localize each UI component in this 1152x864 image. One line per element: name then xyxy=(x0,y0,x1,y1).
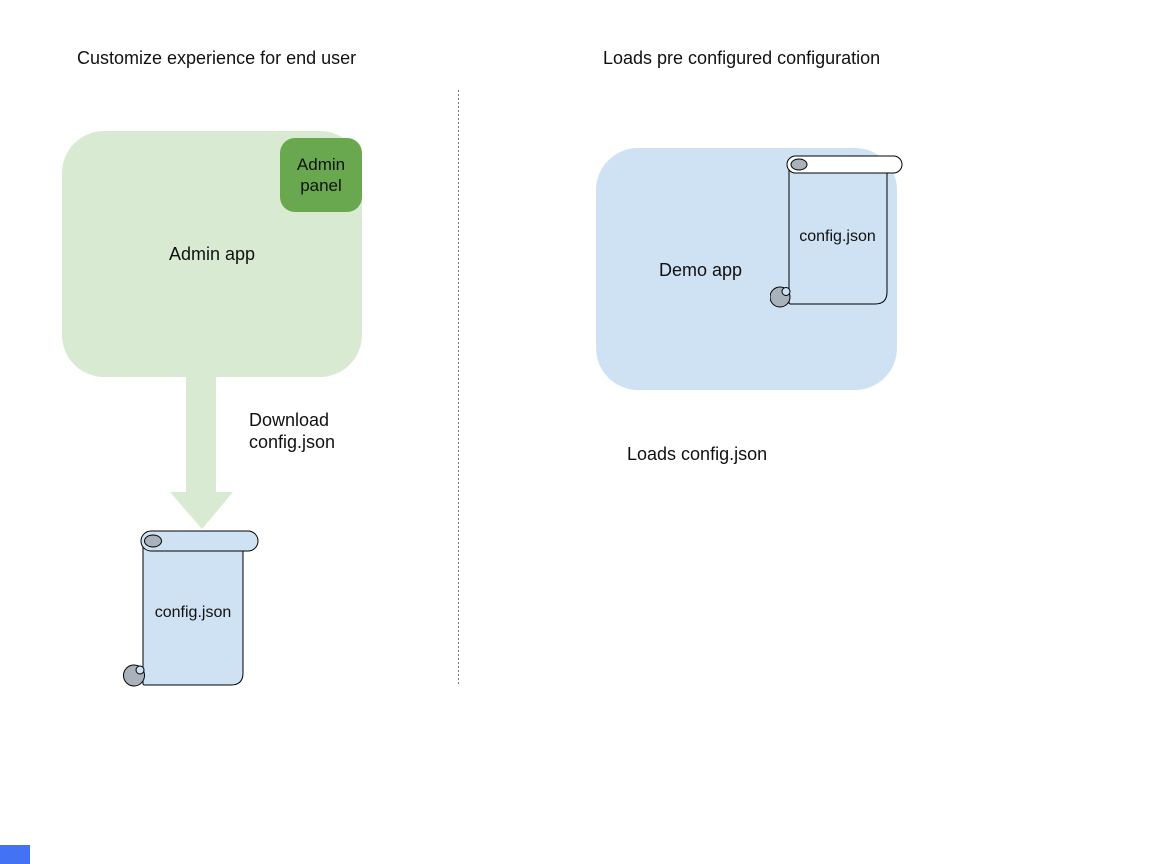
config-file-label-left: config.json xyxy=(154,604,232,621)
scroll-tube xyxy=(786,155,903,174)
scroll-body xyxy=(788,163,888,305)
scroll-bottom-curl-notch xyxy=(135,665,145,675)
download-config-label: Download config.json xyxy=(249,410,336,452)
scroll-top-curl xyxy=(790,158,808,171)
scroll-top-curl xyxy=(144,534,162,548)
scroll-bottom-curl-notch xyxy=(781,287,791,296)
section-divider xyxy=(458,90,459,685)
demo-app-label: Demo app xyxy=(658,260,743,280)
loads-config-caption: Loads config.json xyxy=(627,444,768,464)
config-scroll-right xyxy=(770,155,903,308)
download-arrow-shape xyxy=(170,377,233,529)
config-file-label-right: config.json xyxy=(799,228,876,245)
admin-app-label: Admin app xyxy=(168,244,256,264)
corner-artifact-rect xyxy=(0,845,30,864)
left-section-title: Customize experience for end user xyxy=(77,48,357,68)
scroll-tube xyxy=(140,530,259,552)
config-scroll-left xyxy=(123,530,259,687)
scroll-body xyxy=(142,540,244,686)
download-arrow xyxy=(170,377,233,529)
admin-panel-badge: Admin panel xyxy=(280,138,362,212)
right-section-title: Loads pre configured configuration xyxy=(603,48,881,68)
